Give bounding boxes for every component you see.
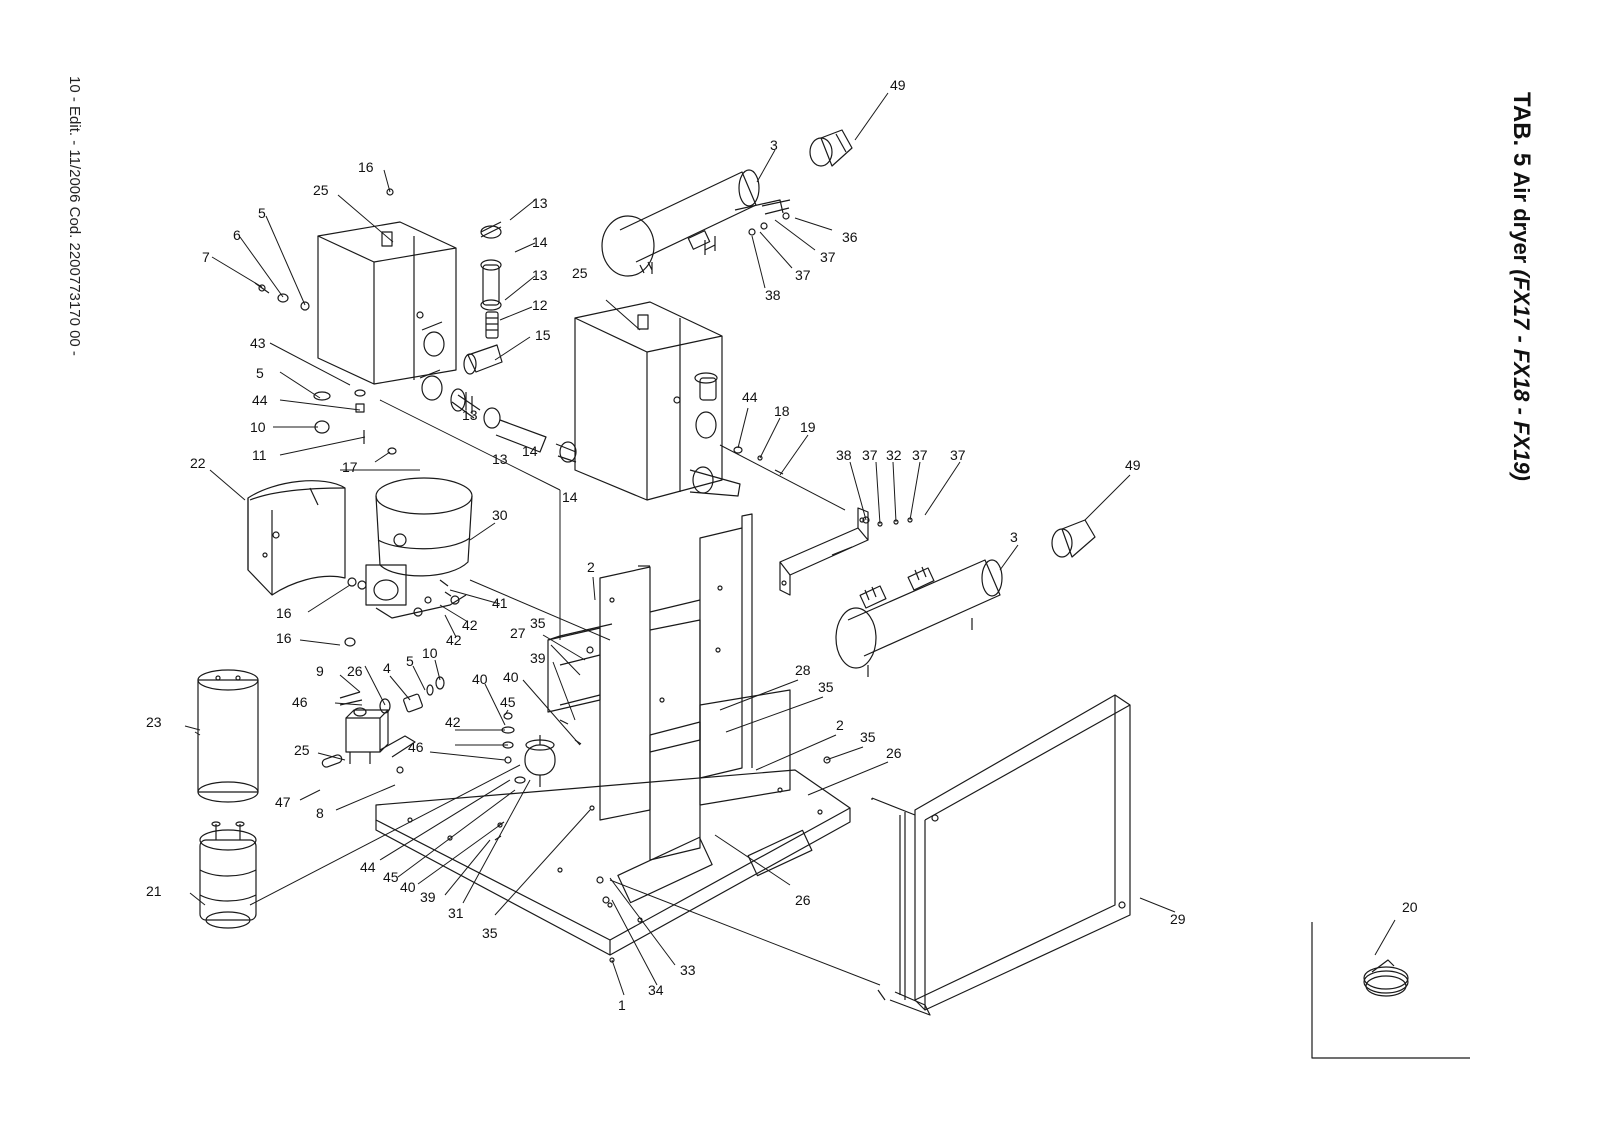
callout-13-c: 13: [492, 451, 508, 467]
callout-37-top-b: 37: [795, 267, 811, 283]
callout-2-b: 2: [836, 717, 844, 733]
callout-26-b: 26: [795, 892, 811, 908]
callout-14-b: 14: [522, 443, 538, 459]
callout-26-a: 26: [886, 745, 902, 761]
callout-9: 9: [316, 663, 324, 679]
callout-44-b: 44: [742, 389, 758, 405]
callout-24-left: 25: [313, 182, 329, 198]
callout-5-mid: 5: [256, 365, 264, 381]
callout-40-a: 40: [503, 669, 519, 685]
callout-8: 8: [316, 805, 324, 821]
callout-33: 33: [680, 962, 696, 978]
callout-38-top: 38: [765, 287, 781, 303]
callout-21: 21: [146, 883, 162, 899]
callout-13-b: 13: [532, 267, 548, 283]
callout-20: 20: [1402, 899, 1418, 915]
callout-45-b: 45: [383, 869, 399, 885]
callout-22: 22: [190, 455, 206, 471]
callout-10-a: 10: [250, 419, 266, 435]
callout-36-top: 36: [842, 229, 858, 245]
callout-29: 29: [1170, 911, 1186, 927]
callout-44-c: 44: [360, 859, 376, 875]
callout-40-b: 40: [472, 671, 488, 687]
callout-36-b: 37: [950, 447, 966, 463]
callout-39-a: 39: [530, 650, 546, 666]
callout-47: 46: [292, 694, 308, 710]
callout-14-a: 14: [532, 234, 548, 250]
callout-30: 30: [492, 507, 508, 523]
callout-43: 42: [462, 617, 478, 633]
callout-42-a: 42: [446, 632, 462, 648]
callout-15: 15: [535, 327, 551, 343]
callout-40-c: 40: [400, 879, 416, 895]
callout-44-a: 43: [250, 335, 266, 351]
callout-41: 41: [492, 595, 508, 611]
callout-39-b: 39: [420, 889, 436, 905]
callout-42-b: 42: [445, 714, 461, 730]
callout-35-d: 35: [482, 925, 498, 941]
callout-35-a: 35: [530, 615, 546, 631]
callout-18: 18: [774, 403, 790, 419]
callout-5-low: 5: [406, 653, 414, 669]
callout-24-mid: 25: [572, 265, 588, 281]
callout-3-low: 3: [1010, 529, 1018, 545]
callout-35-c: 35: [860, 729, 876, 745]
callout-25-b: 25: [294, 742, 310, 758]
callout-23: 23: [146, 714, 162, 730]
callout-46-a: 45: [500, 694, 516, 710]
callout-13-d: 14: [562, 489, 578, 505]
callout-7: 7: [202, 249, 210, 265]
callout-6: 6: [233, 227, 241, 243]
callout-3-top: 3: [770, 137, 778, 153]
callout-37-b: 37: [862, 447, 878, 463]
callout-27: 27: [510, 625, 526, 641]
callout-49-top: 49: [890, 77, 906, 93]
callout-12-b: 13: [462, 407, 478, 423]
callout-13-a: 13: [532, 195, 548, 211]
callout-38-b: 38: [836, 447, 852, 463]
callout-25-a: 26: [347, 663, 363, 679]
callout-45-a: 44: [252, 392, 268, 408]
callout-16-low: 16: [276, 630, 292, 646]
callout-49-low: 49: [1125, 457, 1141, 473]
callout-37-c: 37: [912, 447, 928, 463]
callout-4: 4: [383, 660, 391, 676]
callout-10-b: 10: [422, 645, 438, 661]
callout-28: 28: [795, 662, 811, 678]
callout-46-b: 46: [408, 739, 424, 755]
callout-11: 11: [252, 447, 267, 463]
callout-34: 34: [648, 982, 664, 998]
callout-37-top: 37: [820, 249, 836, 265]
callout-48: 47: [275, 794, 291, 810]
callout-16-mid: 16: [276, 605, 292, 621]
callout-12-a: 12: [532, 297, 548, 313]
callout-1: 1: [618, 997, 626, 1013]
callout-16-top: 16: [358, 159, 374, 175]
callout-31: 31: [448, 905, 464, 921]
callout-17: 17: [342, 459, 358, 475]
callout-2-a: 2: [587, 559, 595, 575]
callout-32: 32: [886, 447, 902, 463]
callout-19: 19: [800, 419, 816, 435]
callout-5-top: 5: [258, 205, 266, 221]
callout-35-b: 35: [818, 679, 834, 695]
